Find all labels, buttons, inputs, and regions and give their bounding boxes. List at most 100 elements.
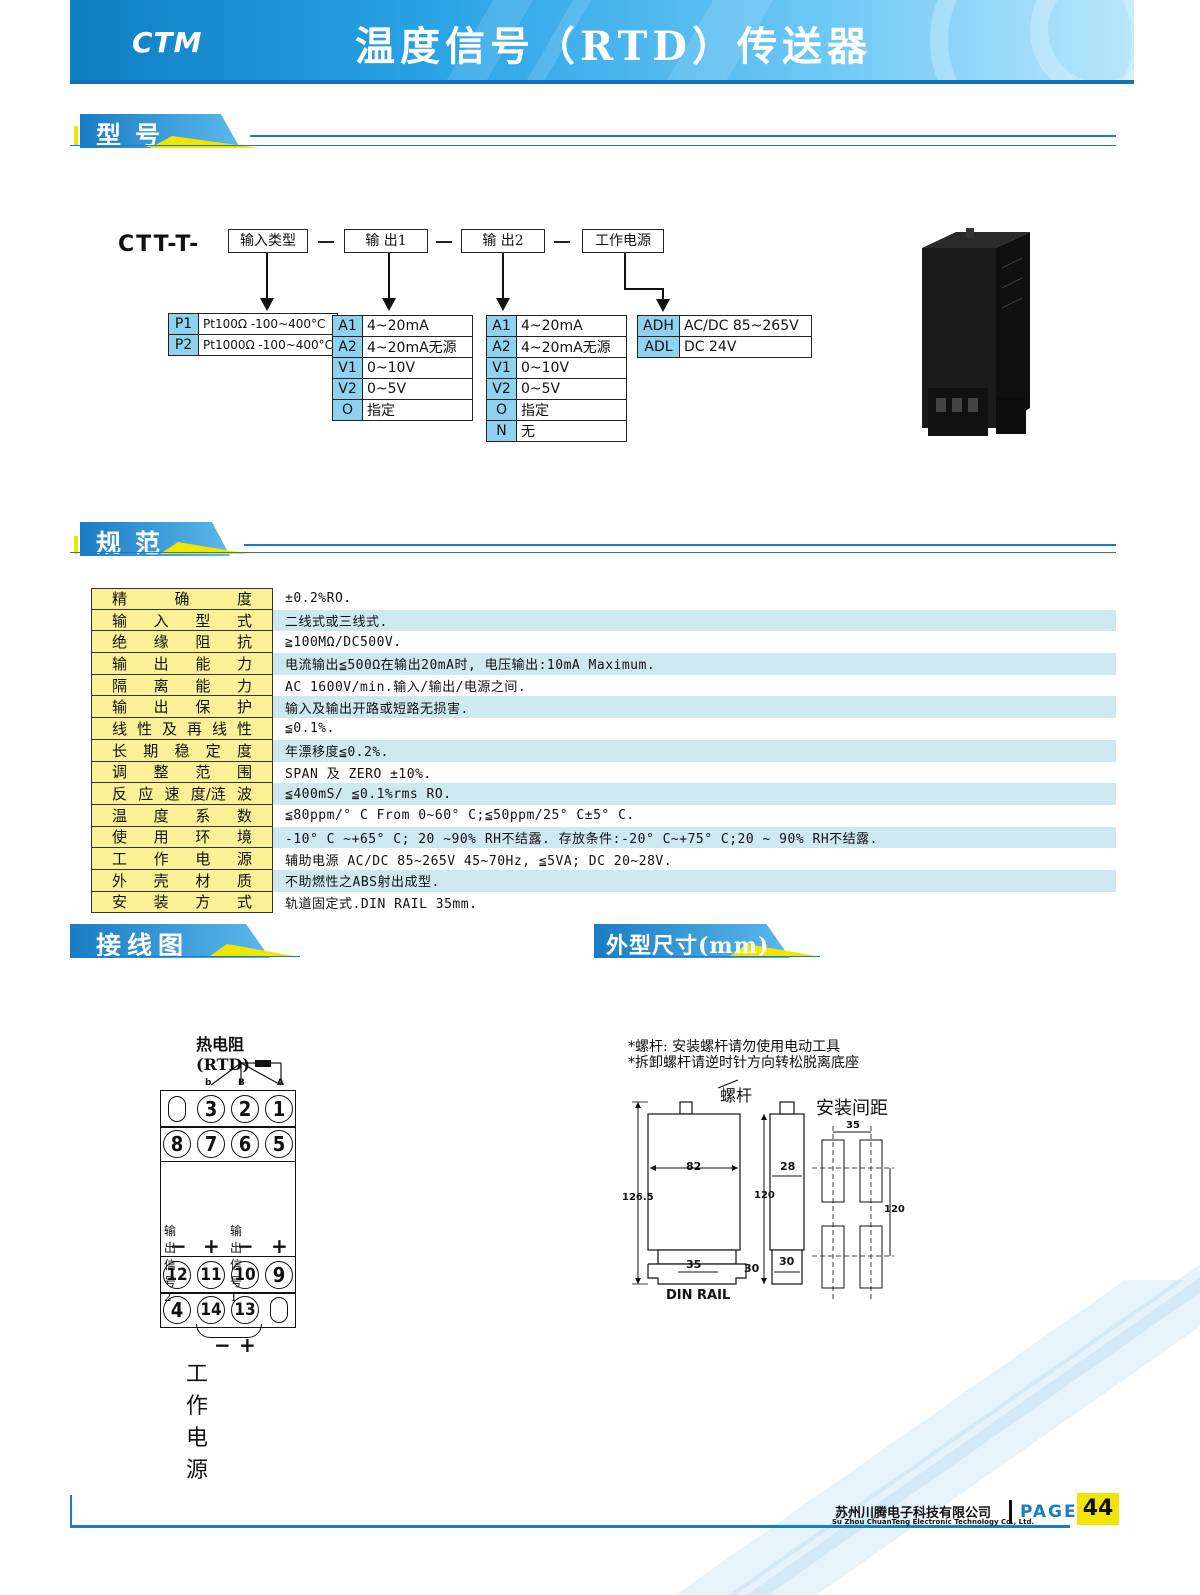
spec-label-char: 使 xyxy=(112,828,128,847)
spec-label-char: 度/涟 xyxy=(190,785,226,804)
section-marker xyxy=(74,536,78,554)
spacing-label: 安装间距 xyxy=(816,1098,888,1119)
spec-label-char: 入 xyxy=(153,611,169,630)
page-label: PAGE xyxy=(1020,1502,1078,1522)
spec-label-char: 电 xyxy=(195,850,211,869)
footer-rule-left xyxy=(70,1495,72,1527)
rtd-symbol xyxy=(210,1060,282,1086)
brand-logo: CTM xyxy=(132,26,203,59)
spec-label-char: 定 xyxy=(205,741,221,760)
spec-value: 不助燃性之ABS射出成型. xyxy=(273,869,1116,892)
section-marker xyxy=(74,126,78,146)
arrow-down-icon xyxy=(260,298,274,311)
spec-value: 年漂移度≦0.2%. xyxy=(273,739,1116,762)
spec-label-char: 调 xyxy=(112,763,128,782)
spec-label-char: 能 xyxy=(195,676,211,695)
spec-label-char: 整 xyxy=(153,763,169,782)
terminal-8: 8 xyxy=(163,1130,191,1158)
page-title: 温度信号（RTD）传送器 xyxy=(355,23,872,70)
section-rule xyxy=(70,552,1116,553)
section-rule xyxy=(244,544,1116,546)
spec-label-char: 速 xyxy=(164,785,180,804)
spec-label: 隔离能力 xyxy=(91,674,273,697)
terminal-9: 9 xyxy=(265,1261,293,1289)
spec-value: 输入及输出开路或短路无损害. xyxy=(273,696,1116,719)
spec-value: 轨道固定式.DIN RAIL 35mm. xyxy=(285,896,478,912)
connector-line xyxy=(624,288,664,290)
spec-label-char: 输 xyxy=(112,654,128,673)
dimension-drawing xyxy=(632,1079,894,1300)
terminal-11: 11 xyxy=(197,1261,225,1289)
spec-value: ±0.2%RO. xyxy=(285,591,352,607)
section-title-spec: 规范 xyxy=(96,529,175,558)
header-banner xyxy=(70,0,1134,80)
terminal-slot xyxy=(168,1096,186,1122)
spec-label-char: 方 xyxy=(195,893,211,912)
section-title-wiring: 接线图 xyxy=(96,931,190,960)
spec-row: 精确度±0.2%RO. xyxy=(91,588,1116,610)
dim-82: 82 xyxy=(686,1160,702,1173)
spec-label-char: 材 xyxy=(195,871,211,890)
spec-label-char: 度 xyxy=(236,741,252,760)
device-photo xyxy=(922,228,1030,436)
arrow-down-icon xyxy=(656,299,670,312)
company-name-en: Su Zhou ChuanTeng Electronic Technology … xyxy=(832,1518,1035,1526)
screw-label: 螺杆 xyxy=(720,1086,753,1105)
spec-label-char: 工 xyxy=(112,850,128,869)
connector-line xyxy=(662,288,664,300)
dim-120-spacing: 120 xyxy=(884,1204,905,1215)
sign-plus: + xyxy=(239,1333,256,1357)
field-output1: 输 出1 xyxy=(344,229,428,253)
field-output2: 输 出2 xyxy=(461,229,545,253)
spec-label-char: 抗 xyxy=(236,633,252,652)
rtd-label: 热电阻(RTD) xyxy=(196,1035,250,1074)
dash xyxy=(554,241,570,243)
spec-label-char: 长 xyxy=(112,741,128,760)
spec-label-char: 再 xyxy=(186,719,202,738)
dimension-note-2: *拆卸螺杆请逆时针方向转松脱离底座 xyxy=(628,1055,859,1071)
spec-label-char: 出 xyxy=(153,698,169,717)
rtd-pin-B: B xyxy=(238,1078,245,1088)
spec-label-char: 温 xyxy=(112,806,128,825)
spec-label-char: 壳 xyxy=(153,871,169,890)
spec-label-char: 绝 xyxy=(112,633,128,652)
spec-row: 线性及再线性≦0.1%. xyxy=(91,718,1116,740)
spec-row: 长期稳定度年漂移度≦0.2%. xyxy=(91,739,1116,762)
spec-label: 输出能力 xyxy=(91,653,273,675)
terminal-12: 12 xyxy=(163,1261,191,1289)
spec-label-char: 环 xyxy=(195,828,211,847)
spec-label: 输出保护 xyxy=(91,696,273,719)
spec-label-char: 出 xyxy=(153,654,169,673)
spec-label: 长期稳定度 xyxy=(91,739,273,762)
spec-table: 精确度±0.2%RO.输入型式二线式或三线式.绝缘阻抗≧100MΩ/DC500V… xyxy=(91,588,1116,914)
spec-label-char: 应 xyxy=(138,785,154,804)
connector-line xyxy=(624,253,626,289)
spec-label-char: 期 xyxy=(143,741,159,760)
spec-value: ≧100MΩ/DC500V. xyxy=(285,634,402,650)
field-power: 工作电源 xyxy=(582,229,664,253)
spec-value: 二线式或三线式. xyxy=(273,609,1116,632)
spec-row: 外壳材质不助燃性之ABS射出成型. xyxy=(91,869,1116,892)
spec-label: 外壳材质 xyxy=(91,869,273,892)
divider xyxy=(160,1292,296,1294)
section-rule xyxy=(70,145,1116,146)
spec-label-char: 数 xyxy=(236,806,252,825)
spec-label-char: 力 xyxy=(236,654,252,673)
section-rule xyxy=(594,956,820,957)
terminal-14: 14 xyxy=(197,1296,225,1324)
spec-label-char: 反 xyxy=(112,785,128,804)
spec-label-char: 式 xyxy=(236,893,252,912)
terminal-5: 5 xyxy=(265,1130,293,1158)
spec-value: -10° C ~+65° C; 20 ~90% RH不结露. 存放条件:-20°… xyxy=(273,826,1116,849)
spec-label-char: 保 xyxy=(195,698,211,717)
spec-row: 安装方式轨道固定式.DIN RAIL 35mm. xyxy=(91,891,1116,914)
spec-label-char: 用 xyxy=(153,828,169,847)
